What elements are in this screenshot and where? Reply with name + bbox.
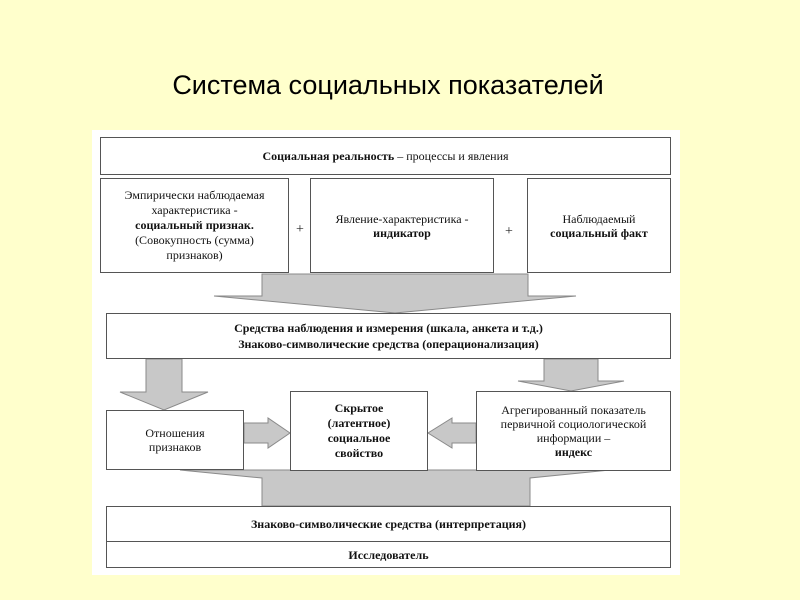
aggregated-index-box: Агрегированный показатель первичной соци… <box>476 391 671 471</box>
latent-property-box: Скрытое (латентное) социальное свойство <box>290 391 428 471</box>
empirical-line1: Эмпирически наблюдаемая <box>124 188 265 202</box>
relations-box: Отношения признаков <box>106 410 244 470</box>
arrow-right <box>243 417 291 449</box>
latent-line3: социальное <box>327 431 391 445</box>
social-reality-rest: – процессы и явления <box>394 149 509 163</box>
empirical-feature-box: Эмпирически наблюдаемая характеристика -… <box>100 178 289 273</box>
fact-line2: социальный факт <box>550 225 648 240</box>
slide-title: Система социальных показателей <box>172 70 604 100</box>
latent-line4: свойство <box>334 446 384 460</box>
empirical-line4: (Совокупность (сумма) <box>135 233 254 247</box>
empirical-line5: признаков) <box>166 248 223 262</box>
indicator-line1: Явление-характеристика - <box>335 211 469 226</box>
means-line2: Знаково-символические средства (операцио… <box>238 337 539 351</box>
aggregated-line1: Агрегированный показатель <box>501 403 646 417</box>
plus-sign-2: + <box>505 224 513 239</box>
latent-line2: (латентное) <box>327 416 391 430</box>
arrow-up-bottom <box>179 469 611 507</box>
relations-line2: признаков <box>148 440 202 454</box>
aggregated-line4: индекс <box>554 445 593 459</box>
aggregated-line2: первичной социологической <box>500 417 647 431</box>
arrow-left <box>427 417 477 449</box>
interpretation-box: Знаково-символические средства (интерпре… <box>106 506 671 542</box>
fact-line1: Наблюдаемый <box>562 211 636 226</box>
relations-line1: Отношения <box>145 426 205 440</box>
empirical-line3: социальный признак. <box>135 218 254 232</box>
social-fact-box: Наблюдаемый социальный факт <box>527 178 671 273</box>
latent-line1: Скрытое <box>334 401 384 415</box>
arrow-down-main <box>213 273 577 314</box>
social-reality-box: Социальная реальность – процессы и явлен… <box>100 137 671 175</box>
means-line1: Средства наблюдения и измерения (шкала, … <box>234 321 543 335</box>
researcher-box: Исследователь <box>106 541 671 568</box>
plus-sign-1: + <box>296 222 304 237</box>
arrow-down-left <box>119 358 209 411</box>
measurement-means-box: Средства наблюдения и измерения (шкала, … <box>106 313 671 359</box>
indicator-box: Явление-характеристика - индикатор <box>310 178 494 273</box>
researcher-text: Исследователь <box>348 547 429 562</box>
arrow-down-right <box>517 358 625 392</box>
aggregated-line3: информации – <box>536 431 611 445</box>
indicator-line2: индикатор <box>373 225 431 240</box>
empirical-line2: характеристика - <box>151 203 238 217</box>
social-reality-bold: Социальная реальность <box>262 149 395 163</box>
interpretation-text: Знаково-символические средства (интерпре… <box>250 517 527 531</box>
